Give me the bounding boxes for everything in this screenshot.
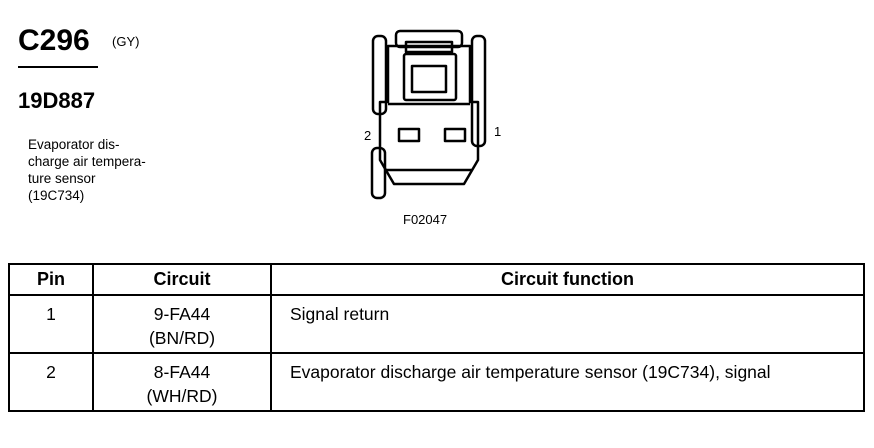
column-header-pin: Pin [8, 263, 94, 296]
table-header-row: Pin Circuit Circuit function [8, 263, 865, 296]
table-row: 1 9-FA44 (BN/RD) Signal return [8, 294, 865, 354]
color-code: (GY) [112, 34, 140, 49]
circuit-number: 8-FA44 [153, 362, 211, 382]
part-number: 19D887 [18, 88, 96, 113]
component-description: Evaporator dis- charge air tempera- ture… [28, 136, 188, 204]
function-cell: Evaporator discharge air temperature sen… [270, 352, 865, 412]
circuit-number: 9-FA44 [153, 304, 211, 324]
function-cell: Signal return [270, 294, 865, 354]
pin-cell: 2 [8, 352, 94, 412]
connector-id-underline [18, 66, 98, 68]
connector-left-latch-lower [370, 146, 387, 200]
pin-table: Pin Circuit Circuit function 1 9-FA44 (B… [8, 263, 865, 412]
pin-cavity-1 [443, 127, 467, 143]
wire-color: (BN/RD) [148, 328, 216, 348]
connector-face-diagram [370, 29, 487, 200]
column-header-circuit: Circuit [92, 263, 272, 296]
connector-upper-window [410, 64, 448, 94]
circuit-cell: 9-FA44 (BN/RD) [92, 294, 272, 354]
connector-upper-housing [402, 52, 458, 102]
description-line: charge air tempera- [28, 154, 146, 169]
pin-cell: 1 [8, 294, 94, 354]
pin-2-label: 2 [364, 128, 372, 143]
wire-color: (WH/RD) [146, 386, 218, 406]
table-row: 2 8-FA44 (WH/RD) Evaporator discharge ai… [8, 352, 865, 412]
connector-id: C296 [18, 24, 90, 57]
description-line: Evaporator dis- [28, 137, 120, 152]
circuit-cell: 8-FA44 (WH/RD) [92, 352, 272, 412]
pin-cavity-2 [397, 127, 421, 143]
connector-body [378, 44, 480, 186]
figure-id: F02047 [403, 212, 448, 227]
column-header-function: Circuit function [270, 263, 865, 296]
description-line: (19C734) [28, 188, 85, 203]
description-line: ture sensor [28, 171, 96, 186]
pin-1-label: 1 [494, 124, 502, 139]
